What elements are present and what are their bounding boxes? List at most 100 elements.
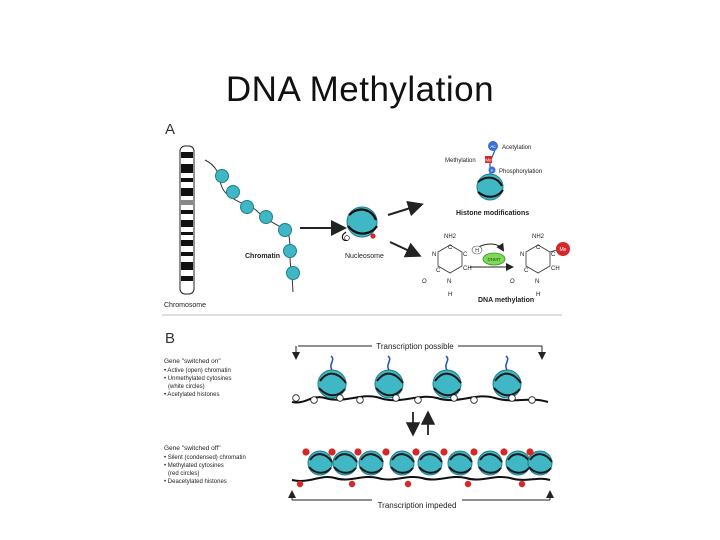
condensed-nucleosomes [307, 450, 553, 476]
cytosine-h: H [448, 292, 452, 298]
chromatin-label: Chromatin [245, 253, 280, 260]
unmethylated-cytosine [310, 396, 318, 404]
arrow-to-histone-modifications [387, 200, 424, 217]
on-item-1: • Active (open) chromatin [164, 368, 231, 374]
svg-text:Me: Me [560, 247, 567, 253]
cytosine-structure [437, 244, 463, 274]
nucleosome [527, 450, 553, 476]
off-item-2: • Methylated cytosines [164, 463, 224, 469]
unmethylated-cytosines [292, 394, 536, 404]
methylation-label: Methylation [445, 158, 476, 164]
nucleosome [505, 450, 531, 476]
methylation-tag: Me [485, 156, 492, 163]
acetyl-tag-text: Ac [490, 144, 496, 149]
active-dna-strand [291, 395, 549, 404]
nucleosome [477, 450, 503, 476]
nucleosome [341, 206, 378, 241]
unmethylated-cytosine [470, 396, 478, 404]
nucleosome [389, 450, 415, 476]
nucleosome [374, 355, 404, 399]
histone-modifications-label: Histone modifications [456, 210, 529, 217]
methylcytosine-c5: C [551, 252, 556, 258]
methylcytosine-o: O [510, 279, 515, 285]
nucleosome [447, 450, 473, 476]
dna-methylation-label: DNA methylation [478, 297, 534, 304]
on-item-2: • Unmethylated cytosines [164, 376, 231, 382]
on-heading: Gene "switched on" [164, 358, 221, 365]
enzyme-label: DNMT [488, 257, 501, 262]
nucleosome [307, 450, 333, 476]
off-item-1: • Silent (condensed) chromatin [164, 455, 246, 461]
nucleosome [317, 355, 347, 399]
methyl-group-badge: Me [556, 242, 570, 256]
methylated-cytosine [296, 480, 304, 488]
unmethylated-cytosine [528, 396, 536, 404]
silent-dna-strand [291, 476, 551, 482]
cytosine-c5: C [463, 252, 468, 258]
methylated-cytosine [302, 448, 310, 456]
unmethylated-cytosine [336, 394, 344, 402]
on-item-4: • Acetylated histones [164, 392, 219, 398]
open-nucleosomes [317, 355, 522, 399]
unmethylated-cytosine [508, 394, 516, 402]
methylated-cytosine [404, 480, 412, 488]
slide-title: DNA Methylation [225, 70, 495, 109]
nucleosome-label: Nucleosome [345, 253, 384, 260]
cytosine-o: O [422, 279, 427, 285]
transcription-impeded-label: Transcription impeded [378, 501, 457, 510]
methylated-cytosine [348, 480, 356, 488]
cytosine-n1: N [447, 279, 451, 285]
chromosome-ideogram [179, 145, 195, 295]
acetylation-label: Acetylation [502, 145, 531, 151]
methylated-cytosine [464, 480, 472, 488]
methylated-cytosines [296, 448, 534, 488]
unmethylated-cytosine [356, 396, 364, 404]
transcription-possible-label: Transcription possible [376, 342, 454, 351]
off-item-4: • Deacetylated histones [164, 479, 227, 485]
phosphorylation-tag: P [488, 166, 496, 174]
nucleosome [432, 355, 462, 399]
acetylation-tag: Ac [488, 141, 498, 151]
methylated-cytosine [412, 448, 420, 456]
arrow-to-dna-methylation [389, 241, 422, 258]
unmethylated-cytosine [450, 394, 458, 402]
methyl-tag-text: Me [485, 158, 492, 163]
methylated-cytosine [518, 480, 526, 488]
methyltransferase-enzyme: DNMT [482, 252, 506, 266]
cytosine-ch: CH [463, 266, 472, 272]
cytosine-nh2: NH2 [444, 234, 457, 240]
unmethylated-cytosine [292, 394, 300, 402]
chromosome-label: Chromosome [164, 302, 206, 309]
methylated-cytosine [354, 448, 362, 456]
methylcytosine-n1: N [535, 279, 539, 285]
methylcytosine-n3: N [520, 252, 524, 258]
cytosine-c4: C [448, 245, 453, 251]
methylated-cytosine [440, 448, 448, 456]
panel-b-label: B [165, 330, 175, 347]
chromatin-nucleosomes [215, 169, 300, 280]
methylcytosine-c4: C [536, 245, 541, 251]
svg-text:H: H [475, 248, 479, 254]
methylcytosine-c2: C [524, 268, 529, 274]
cytosine-n3: N [432, 252, 436, 258]
methylcytosine-nh2: NH2 [532, 234, 545, 240]
methylated-cytosine [470, 448, 478, 456]
nucleosome [492, 355, 522, 399]
methylated-cytosine [500, 448, 508, 456]
nucleosome [417, 450, 443, 476]
methylated-cytosine [328, 448, 336, 456]
unmethylated-cytosine [414, 396, 422, 404]
unmethylated-cytosine [392, 394, 400, 402]
methylcytosine-h: H [536, 292, 540, 298]
phosphorylation-label: Phosphorylation [499, 169, 542, 175]
off-heading: Gene "switched off" [164, 445, 221, 452]
panel-a-label: A [165, 121, 175, 138]
nucleosome [332, 450, 358, 476]
nucleosome [358, 450, 384, 476]
methylcytosine-ch: CH [551, 266, 560, 272]
methylated-cytosine [526, 448, 534, 456]
off-item-3: (red circles) [168, 471, 199, 477]
cytosine-c2: C [436, 268, 441, 274]
hydrogen-badge: H [471, 245, 483, 255]
